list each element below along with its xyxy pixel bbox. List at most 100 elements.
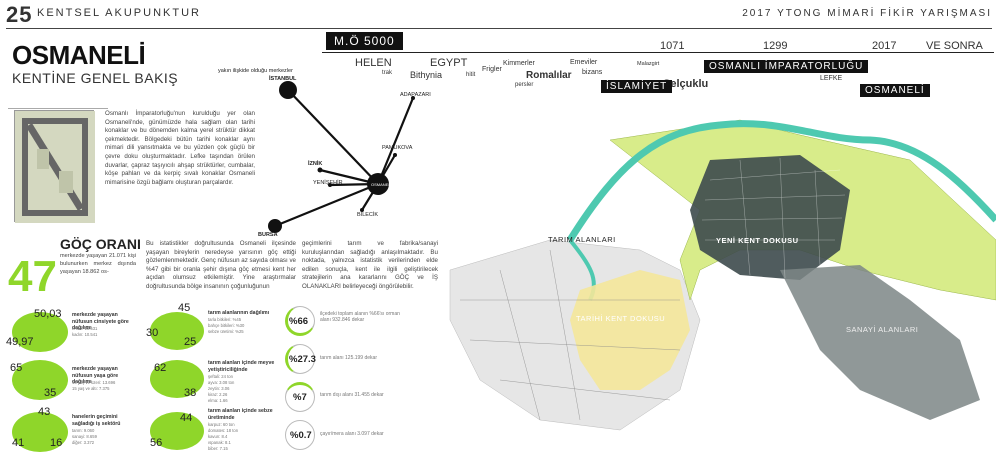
timeline-line <box>322 52 994 53</box>
civ-trak: trak <box>382 70 393 76</box>
area-forest-value: %66 <box>289 316 309 327</box>
pie-age-title: merkezde yaşayan nüfusun yaşa göre dağıl… <box>72 366 119 385</box>
pie-agri <box>150 312 204 350</box>
civ-lefke: LEFKE <box>820 75 843 82</box>
river <box>567 120 996 242</box>
page-title: OSMANELİ <box>12 40 146 70</box>
civ-bithynia: Bithynia <box>410 70 443 80</box>
pie-sector-v1: 43 <box>38 406 51 418</box>
pie-fruit-v1: 62 <box>154 362 167 374</box>
network-note: yakın ilişkide olduğu merkezler <box>218 68 293 74</box>
migration-text-2: geçimlerini tarım ve fabrika/sanayi kuru… <box>302 240 438 290</box>
intro-paragraph: Osmanlı İmparatorluğu'nun kurulduğu yer … <box>105 110 255 186</box>
node-bursa <box>268 219 282 233</box>
map-label-historic: TARİHİ KENT DOKUSU <box>576 314 666 323</box>
pie-veg-sub-4: ıspanak: 8.1 <box>208 440 231 445</box>
pie-veg-sub-5: biber: 7.15 <box>208 446 228 451</box>
pie-agri-sub-3: sebze üretimi: %25 <box>208 329 244 334</box>
pie-age-v1: 65 <box>10 362 23 374</box>
area-agri-value: %27.3 <box>289 354 316 365</box>
city-iznik: İZNİK <box>308 161 323 167</box>
node-yenisehir <box>328 183 332 187</box>
pie-sector-sub-2: sanayi: 8.659 <box>72 434 97 439</box>
year-future: VE SONRA <box>926 40 983 52</box>
sketch-line <box>8 108 108 109</box>
pie-gender-v1: 50,03 <box>34 308 62 320</box>
pie-veg-v1: 44 <box>180 412 193 424</box>
migration-text-1: Bu istatistikler doğrultusunda Osmaneli … <box>146 240 296 290</box>
pie-gender-v2: 49,97 <box>6 336 34 348</box>
civ-kimmerler: Kimmerler <box>503 60 535 67</box>
pie-agri-title: tarım alanlarının dağılımı <box>208 310 270 316</box>
node-istanbul <box>279 81 297 99</box>
pie-sector-v2: 41 <box>12 437 25 449</box>
page-number: 25 <box>6 2 33 27</box>
node-osmaneli <box>367 173 389 195</box>
link-istanbul <box>287 89 379 185</box>
pie-gender-title: merkezde yaşayan nüfusun cinsiyete göre … <box>72 312 129 331</box>
map-label-new-city: YENİ KENT DOKUSU <box>716 236 799 245</box>
pie-gender-sub-1: erkek: 10.531 <box>72 326 98 331</box>
street-grid <box>701 157 846 279</box>
pie-agri-v1: 45 <box>178 302 191 314</box>
city-yenisehir: YENİŞEHİR <box>313 180 343 186</box>
city-bursa: BURSA <box>258 232 278 238</box>
civ-persler: persler <box>515 82 534 88</box>
pie-fruit <box>150 360 204 398</box>
pie-age-sub-1: 15 yaş ve üzeri: 13.696 <box>72 380 116 385</box>
area-meadow-value: %0.7 <box>290 430 312 441</box>
year-1299: 1299 <box>763 40 788 52</box>
civ-bizans: bizans <box>582 69 603 76</box>
link-bursa <box>274 182 379 228</box>
pie-veg-sub-2: domates: 18 ton <box>208 428 239 433</box>
pie-veg-sub-1: karpuz: 60 ton <box>208 422 235 427</box>
pie-veg-title: tarım alanları içinde sebze üretiminde <box>208 408 273 421</box>
migration-lead: merkezde yaşayan 21.071 kişi bulunurken … <box>60 253 136 275</box>
industry-zone <box>780 265 980 420</box>
civ-helen: HELEN <box>355 57 392 69</box>
city-network-diagram <box>268 81 415 233</box>
migration-heading: GÖÇ ORANI <box>60 236 141 252</box>
field-lines <box>460 249 681 421</box>
map-label-industry: SANAYİ ALANLARI <box>846 325 919 334</box>
link-adapazari <box>376 97 415 185</box>
pie-gender <box>12 312 68 352</box>
node-pamukova <box>393 153 397 157</box>
sketch-image <box>14 110 95 223</box>
pie-agri-v3: 25 <box>184 336 197 348</box>
pie-veg <box>150 412 204 450</box>
pie-age-sub-2: 15 yaş ve altı: 7.375 <box>72 386 110 391</box>
year-1071: 1071 <box>660 40 685 52</box>
ring-forest <box>285 306 315 336</box>
pie-gender-sub-2: kadın: 10.541 <box>72 332 98 337</box>
year-2017: 2017 <box>872 40 897 52</box>
pie-fruit-sub-1: şeftali: 24 ton <box>208 374 233 379</box>
pie-veg-v2: 56 <box>150 437 163 449</box>
pie-age-v2: 35 <box>44 387 57 399</box>
pie-fruit-sub-2: ayva: 3.08 ton <box>208 380 235 385</box>
area-meadow-label: çayır/mera alanı 3.097 dekar <box>320 431 384 437</box>
sketch-drawing <box>15 111 95 223</box>
city-bilecik: BİLECİK <box>357 212 379 218</box>
civ-malazgirt: Malazgirt <box>637 61 660 67</box>
city-osmaneli: OSMANELİ <box>371 182 392 187</box>
pie-fruit-v2: 38 <box>184 387 197 399</box>
city-istanbul: İSTANBUL <box>269 76 297 82</box>
competition-title: 2017 YTONG MİMARİ FİKİR YARIŞMASI <box>742 8 992 19</box>
pie-fruit-title: tarım alanları içinde meyve yetiştiricil… <box>208 360 275 373</box>
header-rule <box>6 28 992 29</box>
pie-sector-sub-1: tarım: 9.060 <box>72 428 95 433</box>
page-subtitle: KENTİNE GENEL BAKIŞ <box>12 70 179 86</box>
page-tag: KENTSEL AKUPUNKTUR <box>37 7 201 19</box>
node-bilecik <box>360 208 364 212</box>
pie-fruit-sub-5: elma: 1.66 <box>208 398 228 403</box>
pie-veg-sub-3: kavun: 8.4 <box>208 434 228 439</box>
city-pamukova: PAMUKOVA <box>382 145 413 151</box>
new-city-zone <box>690 155 850 280</box>
civ-hitit: hitit <box>466 72 476 78</box>
civ-selcuklu: Selçuklu <box>663 78 709 90</box>
pie-agri-v2: 30 <box>146 327 159 339</box>
civ-egypt: EGYPT <box>430 57 468 69</box>
ring-agri <box>285 344 315 374</box>
node-iznik <box>317 167 323 173</box>
